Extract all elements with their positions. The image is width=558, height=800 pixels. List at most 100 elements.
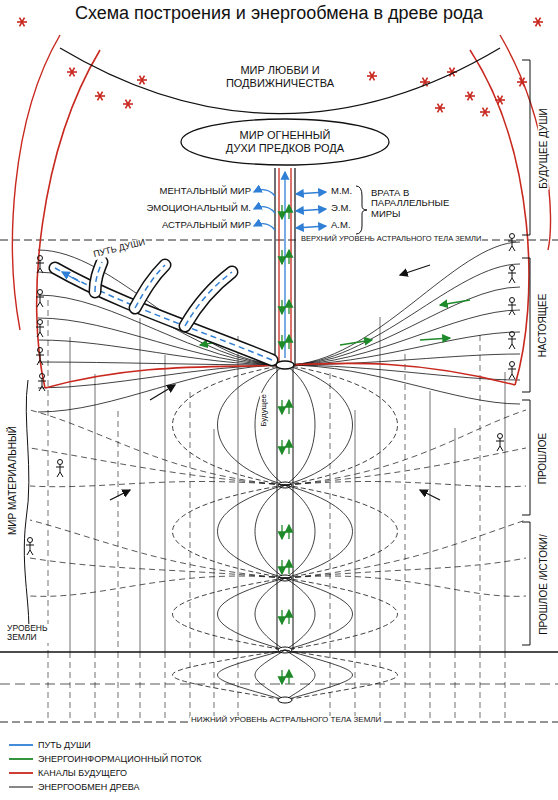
legend-row: ЭНЕРГОИНФОРМАЦИОННЫЙ ПОТОК [8,752,201,766]
flow-arrow [288,335,289,349]
flow-arrow [288,300,289,314]
bracket [522,522,530,645]
flow-arrow [400,265,430,275]
person-figure [28,538,33,543]
diagram-title: Схема построения и энергообмена в древе … [0,3,558,25]
tree-line [118,411,119,652]
star [468,92,473,101]
world-arrow [254,206,275,213]
flow-arrow [281,300,282,314]
soul-path [135,265,165,308]
legend-text: ЭНЕРГООБМЕН ДРЕВА [38,782,140,792]
person-figure [36,325,44,338]
person-figure [508,303,516,316]
star [438,104,443,113]
legend-row: КАНАЛЫ БУДУЩЕГО [8,766,201,780]
star [70,68,75,77]
person-figure [510,362,515,367]
tree-knot [276,361,294,369]
soul-path [55,268,272,360]
node-text: МИР ЛЮБВИ И ПОДВИЖНИЧЕСТВА [220,64,340,89]
flow-arrow [296,209,326,211]
star [370,72,375,81]
tree-line [405,652,406,720]
soul-path [135,265,165,308]
future-channel [45,365,285,388]
flow-arrow [296,226,326,228]
tree-line [70,337,71,652]
tree-line [285,578,315,650]
vertical-label: Будущее [260,393,269,428]
person-figure [38,320,43,325]
star [438,104,443,113]
vertical-label: НАСТОЯЩЕЕ [538,292,549,358]
soul-path [185,272,232,326]
level-line [0,684,558,685]
tree-line [238,336,239,652]
tree-line [285,242,520,365]
legend-line [9,787,33,788]
future-channel [278,168,279,365]
tree-line [285,287,520,365]
tree-line [285,520,526,578]
trunk [277,365,293,650]
vertical-label: БУДУЩЕЕ ДУШИ [538,107,549,190]
tree-line [140,318,141,652]
flow-arrow [288,400,289,414]
future-channel [285,363,515,385]
tree-line [285,365,398,485]
legend-swatch [8,754,34,764]
flow-arrow [288,250,289,264]
flow-arrow [284,172,285,358]
tree-line [38,365,285,388]
person-figure [36,295,44,308]
person-figure [510,332,515,337]
tree-line [285,485,353,578]
legend-text: ПУТЬ ДУШИ [38,740,91,750]
tree-line [285,365,315,485]
tree-line [30,520,285,578]
person-figure [40,374,45,379]
legend-text: ЭНЕРГОИНФОРМАЦИОННЫЙ ПОТОК [38,754,201,764]
future-channel [500,35,551,250]
region-label: ВРАТА В ПАРАЛЛЕЛЬНЫЕ МИРЫ [370,188,477,219]
tree-line [455,428,456,652]
tree-line [355,652,356,720]
flow-arrow [288,560,289,574]
legend: ПУТЬ ДУШИ ЭНЕРГОИНФОРМАЦИОННЫЙ ПОТОК КАНАЛ… [8,738,201,794]
tree-line [285,576,526,596]
star [126,100,131,109]
person-figure [36,261,44,274]
tree-line [405,354,406,652]
star [126,100,131,109]
tree-line [30,481,285,486]
region-label: М.М. [330,186,353,196]
flow-arrow [288,205,289,219]
soul-path [95,262,102,292]
tree-line [165,355,166,652]
star [468,92,473,101]
region-label: ВЕРХНИЙ УРОВЕНЬ АСТРАЛЬНОГО ТЕЛА ЗЕМЛИ [300,235,482,243]
tree-line [285,485,315,578]
flow-arrow [281,525,282,539]
tree-line [505,652,506,720]
world-arrow [254,189,275,196]
region-label: Э.М. [330,203,352,213]
tree-line [285,650,398,700]
star [20,18,25,27]
person-figure [38,348,43,353]
tree-line [214,652,215,720]
tree-line [30,558,285,578]
person-figure [510,298,515,303]
tree-line [173,650,286,700]
tree-line [118,652,119,720]
person-figure [26,543,34,556]
tree-line [285,410,526,485]
tree-line [218,485,286,578]
tree-line [285,365,520,404]
tree-line [480,335,481,652]
legend-swatch [8,740,34,750]
star [370,72,375,81]
legend-row: ЭНЕРГООБМЕН ДРЕВА [8,780,201,794]
region-label: ПУТЬ ДУШИ [92,238,148,261]
